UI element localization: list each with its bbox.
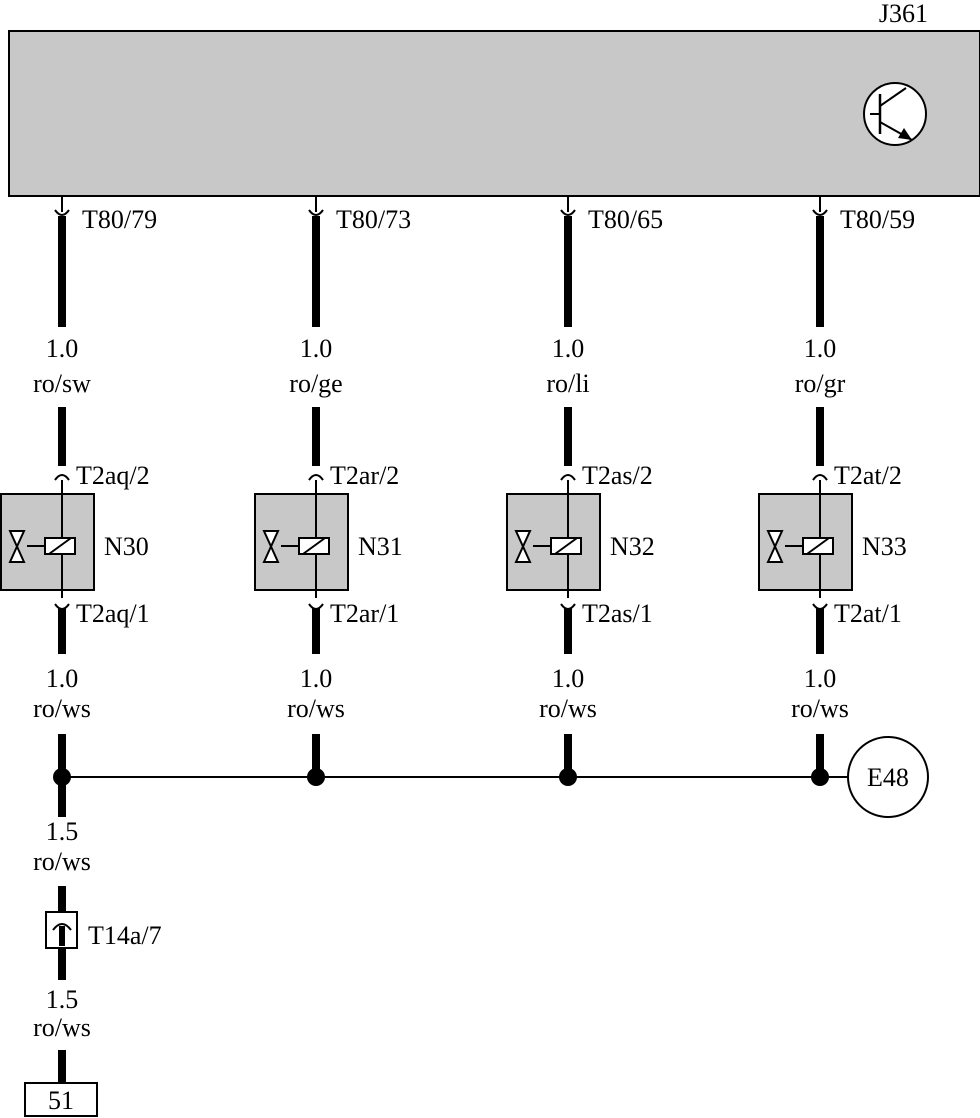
trunk-gauge-2: 1.5 [46,985,79,1014]
wire-color-label: ro/sw [33,369,91,398]
wire-color-label: ro/ws [791,694,849,723]
wire-gauge-label: 1.0 [552,334,585,363]
connector-top-label: T2aq/2 [76,461,150,490]
connector-pin-icon [560,209,576,216]
connector-bottom-label: T2aq/1 [76,599,150,628]
terminal-box [24,1082,98,1117]
wire-color-label: ro/ws [33,694,91,723]
connector-bottom-label: T2as/1 [582,599,653,628]
component-label: N30 [104,532,149,561]
wire-gauge-label: 1.0 [552,664,585,693]
connector-pin-icon [812,209,828,216]
pin-top-label: T80/73 [336,205,411,234]
connector-top-label: T2at/2 [834,461,902,490]
wire-gauge-label: 1.0 [46,664,79,693]
valve-channels: T80/791.0ro/swT2aq/2N30T2aq/11.0ro/wsT80… [0,196,915,786]
connector-pin-icon [54,474,70,481]
pin-top-label: T80/65 [588,205,663,234]
trunk-color-1: ro/ws [33,847,91,876]
wire-color-label: ro/gr [795,369,846,398]
solenoid-valve-icon [254,480,349,598]
transistor-icon [863,82,927,146]
wire-gauge-label: 1.0 [804,334,837,363]
connector-top-label: T2as/2 [582,461,653,490]
pin-top-label: T80/79 [82,205,157,234]
pin-top-label: T80/59 [840,205,915,234]
wire-gauge-label: 1.0 [804,664,837,693]
control-unit-label: J361 [879,0,928,28]
junction-label: E48 [867,763,909,792]
inline-connector-icon [45,911,78,949]
connector-pin-icon [560,474,576,481]
connector-pin-icon [54,209,70,216]
solenoid-valve-icon [758,480,853,598]
wire-color-label: ro/ge [289,369,342,398]
component-label: N31 [358,532,403,561]
wire-color-label: ro/ws [287,694,345,723]
connector-top-label: T2ar/2 [330,461,399,490]
component-label: N33 [862,532,907,561]
connector-pin-icon [308,474,324,481]
junction-e48: E48 [847,736,929,818]
solenoid-valve-icon [0,480,95,598]
wire-gauge-label: 1.0 [300,334,333,363]
connector-pin-icon [308,209,324,216]
trunk-wire: 1.5 ro/ws T14a/7 1.5 ro/ws 51 [24,777,162,1117]
wire-color-label: ro/li [546,369,589,398]
wire-gauge-label: 1.0 [300,664,333,693]
trunk-connector-label: T14a/7 [88,921,162,950]
connector-pin-icon [812,474,828,481]
connector-bottom-label: T2at/1 [834,599,902,628]
terminal-label: 51 [48,1086,74,1115]
wire-gauge-label: 1.0 [46,334,79,363]
solenoid-valve-icon [506,480,601,598]
trunk-color-2: ro/ws [33,1013,91,1042]
component-label: N32 [610,532,655,561]
wire-color-label: ro/ws [539,694,597,723]
connector-bottom-label: T2ar/1 [330,599,399,628]
trunk-gauge-1: 1.5 [46,817,79,846]
control-unit-panel [8,30,980,197]
